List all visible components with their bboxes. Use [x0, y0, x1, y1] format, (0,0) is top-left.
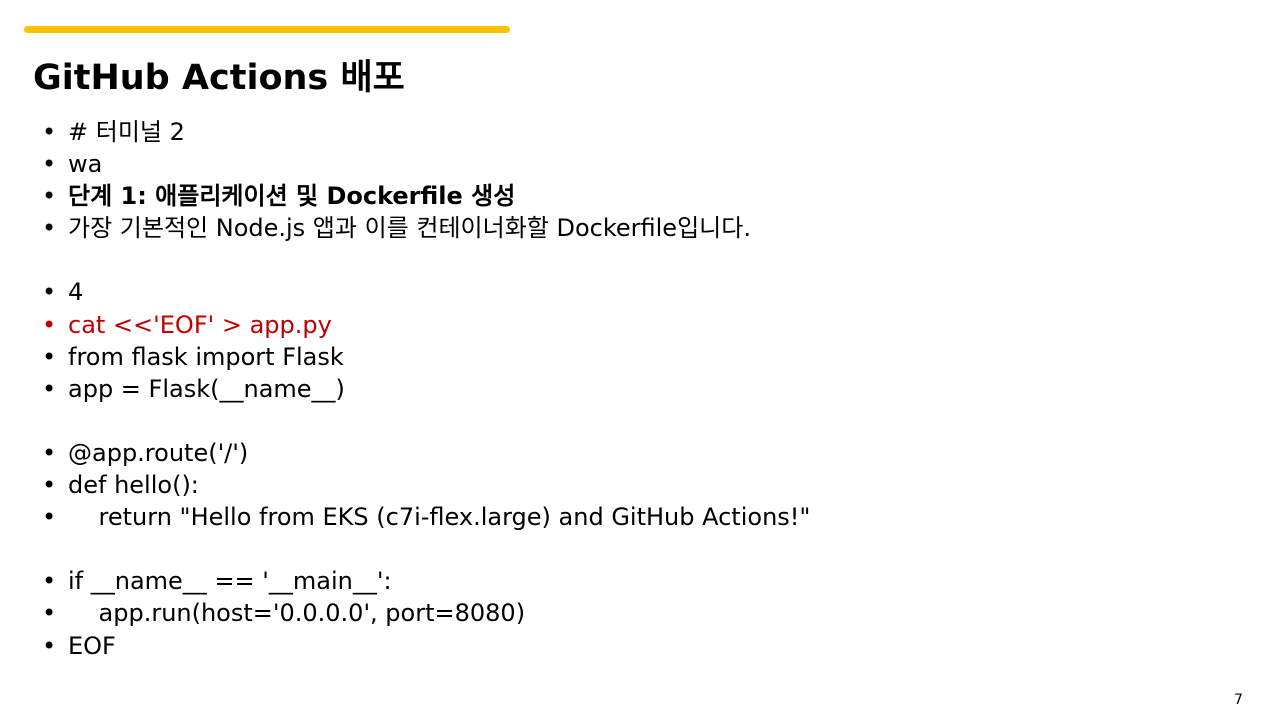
bullet-text: # 터미널 2: [68, 118, 185, 146]
title-accent-bar: [24, 26, 510, 33]
bullet-dot: •: [42, 567, 57, 596]
bullet-item: • 단계 1: 애플리케이션 및 Dockerfile 생성: [42, 180, 810, 212]
bullet-dot: •: [42, 150, 57, 179]
slide-title: GitHub Actions 배포: [33, 58, 405, 98]
bullet-item: • # 터미널 2: [42, 116, 810, 148]
bullet-dot: •: [42, 631, 57, 660]
bullet-item: • from flask import Flask: [42, 341, 810, 373]
bullet-dot: •: [42, 214, 57, 243]
bullet-dot: •: [42, 278, 57, 307]
bullet-item: • cat <<'EOF' > app.py: [42, 309, 810, 341]
bullet-dot: •: [42, 342, 57, 371]
bullet-text: from flask import Flask: [68, 342, 344, 371]
bullet-item: • 가장 기본적인 Node.js 앱과 이를 컨테이너화할 Dockerfile…: [42, 212, 810, 244]
bullet-text: def hello():: [68, 471, 199, 500]
bullet-text: EOF: [68, 631, 116, 660]
bullet-item: • def hello():: [42, 469, 810, 501]
bullet-dot: •: [42, 182, 57, 211]
bullet-item: • EOF: [42, 630, 810, 662]
bullet-dot: •: [42, 310, 57, 339]
blank-line: [42, 405, 810, 437]
bullet-dot: •: [42, 503, 57, 532]
blank-line: [42, 533, 810, 565]
blank-line: [42, 244, 810, 276]
bullet-text: 4: [68, 278, 84, 307]
bullet-text: 가장 기본적인 Node.js 앱과 이를 컨테이너화할 Dockerfile입…: [68, 214, 751, 243]
bullet-text: cat <<'EOF' > app.py: [68, 310, 332, 339]
bullet-dot: •: [42, 374, 57, 403]
bullet-text: if __name__ == '__main__':: [68, 567, 392, 596]
bullet-text: wa: [68, 150, 103, 179]
bullet-text: return "Hello from EKS (c7i-flex.large) …: [68, 503, 811, 532]
bullet-dot: •: [42, 438, 57, 467]
bullet-list: • # 터미널 2 • wa • 단계 1: 애플리케이션 및 Dockerfile 생성…: [42, 116, 810, 662]
bullet-item: • wa: [42, 148, 810, 180]
bullet-dot: •: [42, 118, 57, 146]
bullet-item: • app.run(host='0.0.0.0', port=8080): [42, 597, 810, 629]
bullet-item: • app = Flask(__name__): [42, 373, 810, 405]
page-number: 7: [1234, 692, 1243, 708]
bullet-text: app = Flask(__name__): [68, 374, 345, 403]
bullet-item: • if __name__ == '__main__':: [42, 565, 810, 597]
bullet-text: @app.route('/'): [68, 438, 249, 467]
bullet-dot: •: [42, 599, 57, 628]
bullet-item: •4: [42, 276, 810, 308]
bullet-item: • return "Hello from EKS (c7i-flex.large…: [42, 501, 810, 533]
bullet-dot: •: [42, 471, 57, 500]
bullet-text: 단계 1: 애플리케이션 및 Dockerfile 생성: [68, 182, 516, 211]
bullet-item: • @app.route('/'): [42, 437, 810, 469]
bullet-text: app.run(host='0.0.0.0', port=8080): [68, 599, 526, 628]
